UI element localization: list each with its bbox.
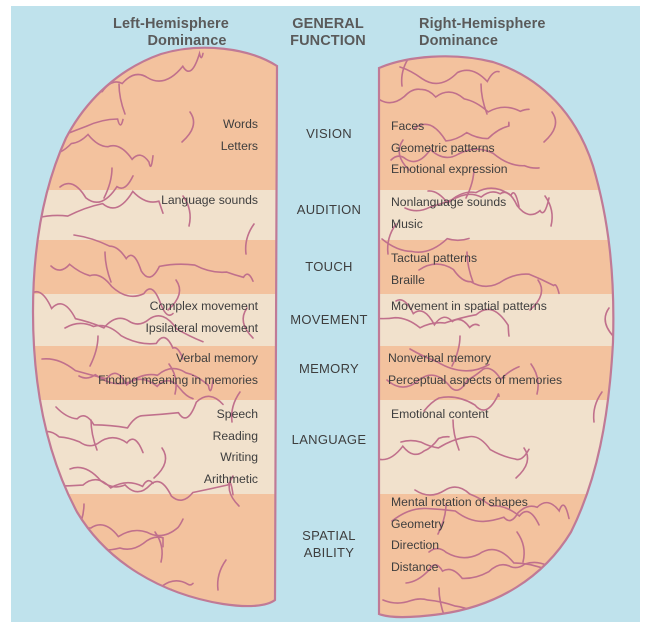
right-label: Geometry	[391, 514, 528, 536]
left-label: Ipsilateral movement	[146, 318, 258, 340]
left-header-line-1: Left-Hemisphere	[91, 16, 251, 33]
left-sulcus	[37, 140, 47, 170]
left-label: Finding meaning in memories	[98, 370, 258, 392]
left-label: Complex movement	[146, 296, 258, 318]
right-label: Direction	[391, 535, 528, 557]
right-label: Emotional content	[391, 404, 489, 426]
function-label-2: TOUCH	[273, 258, 385, 275]
left-sulcus	[40, 56, 48, 86]
right-labels-4: Nonverbal memoryPerceptual aspects of me…	[388, 348, 562, 391]
function-label-3: MOVEMENT	[273, 311, 385, 328]
left-label: Speech	[204, 404, 258, 426]
diagram-frame: Left-Hemisphere Dominance GENERAL FUNCTI…	[11, 6, 640, 622]
right-label: Geometric patterns	[391, 138, 508, 160]
right-label: Faces	[391, 116, 508, 138]
function-label-0: VISION	[273, 125, 385, 142]
function-label-line: MEMORY	[273, 360, 385, 377]
left-sulcus	[77, 588, 83, 618]
function-label-line: MOVEMENT	[273, 311, 385, 328]
center-header: GENERAL FUNCTION	[273, 16, 383, 50]
right-label: Tactual patterns	[391, 248, 477, 270]
center-header-line-2: FUNCTION	[273, 33, 383, 50]
right-sulcus	[591, 476, 601, 506]
right-label: Nonlanguage sounds	[391, 192, 506, 214]
right-header-line-2: Dominance	[419, 33, 589, 50]
left-header-line-2: Dominance	[91, 33, 251, 50]
right-label: Emotional expression	[391, 159, 508, 181]
left-label: Language sounds	[161, 190, 258, 212]
right-sulcus	[580, 560, 588, 590]
left-label: Letters	[221, 136, 258, 158]
left-label: Verbal memory	[98, 348, 258, 370]
left-labels-1: Language sounds	[161, 190, 258, 212]
function-label-line: LANGUAGE	[273, 431, 385, 448]
function-label-line: VISION	[273, 125, 385, 142]
function-label-5: LANGUAGE	[273, 431, 385, 448]
left-header: Left-Hemisphere Dominance	[91, 16, 251, 50]
right-label: Mental rotation of shapes	[391, 492, 528, 514]
right-label: Braille	[391, 270, 477, 292]
right-label: Movement in spatial patterns	[391, 296, 547, 318]
right-labels-3: Movement in spatial patterns	[391, 296, 547, 318]
function-label-line: SPATIAL	[273, 527, 385, 544]
right-header-line-1: Right-Hemisphere	[419, 16, 589, 33]
function-label-line: AUDITION	[273, 201, 385, 218]
right-label: Distance	[391, 557, 528, 579]
function-label-4: MEMORY	[273, 360, 385, 377]
right-labels-5: Emotional content	[391, 404, 489, 426]
function-label-1: AUDITION	[273, 201, 385, 218]
function-label-line: TOUCH	[273, 258, 385, 275]
left-labels-5: SpeechReadingWritingArithmetic	[204, 404, 258, 490]
right-label: Perceptual aspects of memories	[388, 370, 562, 392]
center-header-line-1: GENERAL	[273, 16, 383, 33]
left-band-6	[11, 494, 280, 622]
right-header: Right-Hemisphere Dominance	[419, 16, 589, 50]
function-label-line: ABILITY	[273, 544, 385, 561]
left-label: Arithmetic	[204, 469, 258, 491]
right-label: Music	[391, 214, 506, 236]
right-label: Nonverbal memory	[388, 348, 562, 370]
left-sulcus	[75, 589, 173, 610]
left-label: Words	[221, 114, 258, 136]
left-sulcus	[32, 75, 113, 90]
left-label: Reading	[204, 426, 258, 448]
left-label: Writing	[204, 447, 258, 469]
